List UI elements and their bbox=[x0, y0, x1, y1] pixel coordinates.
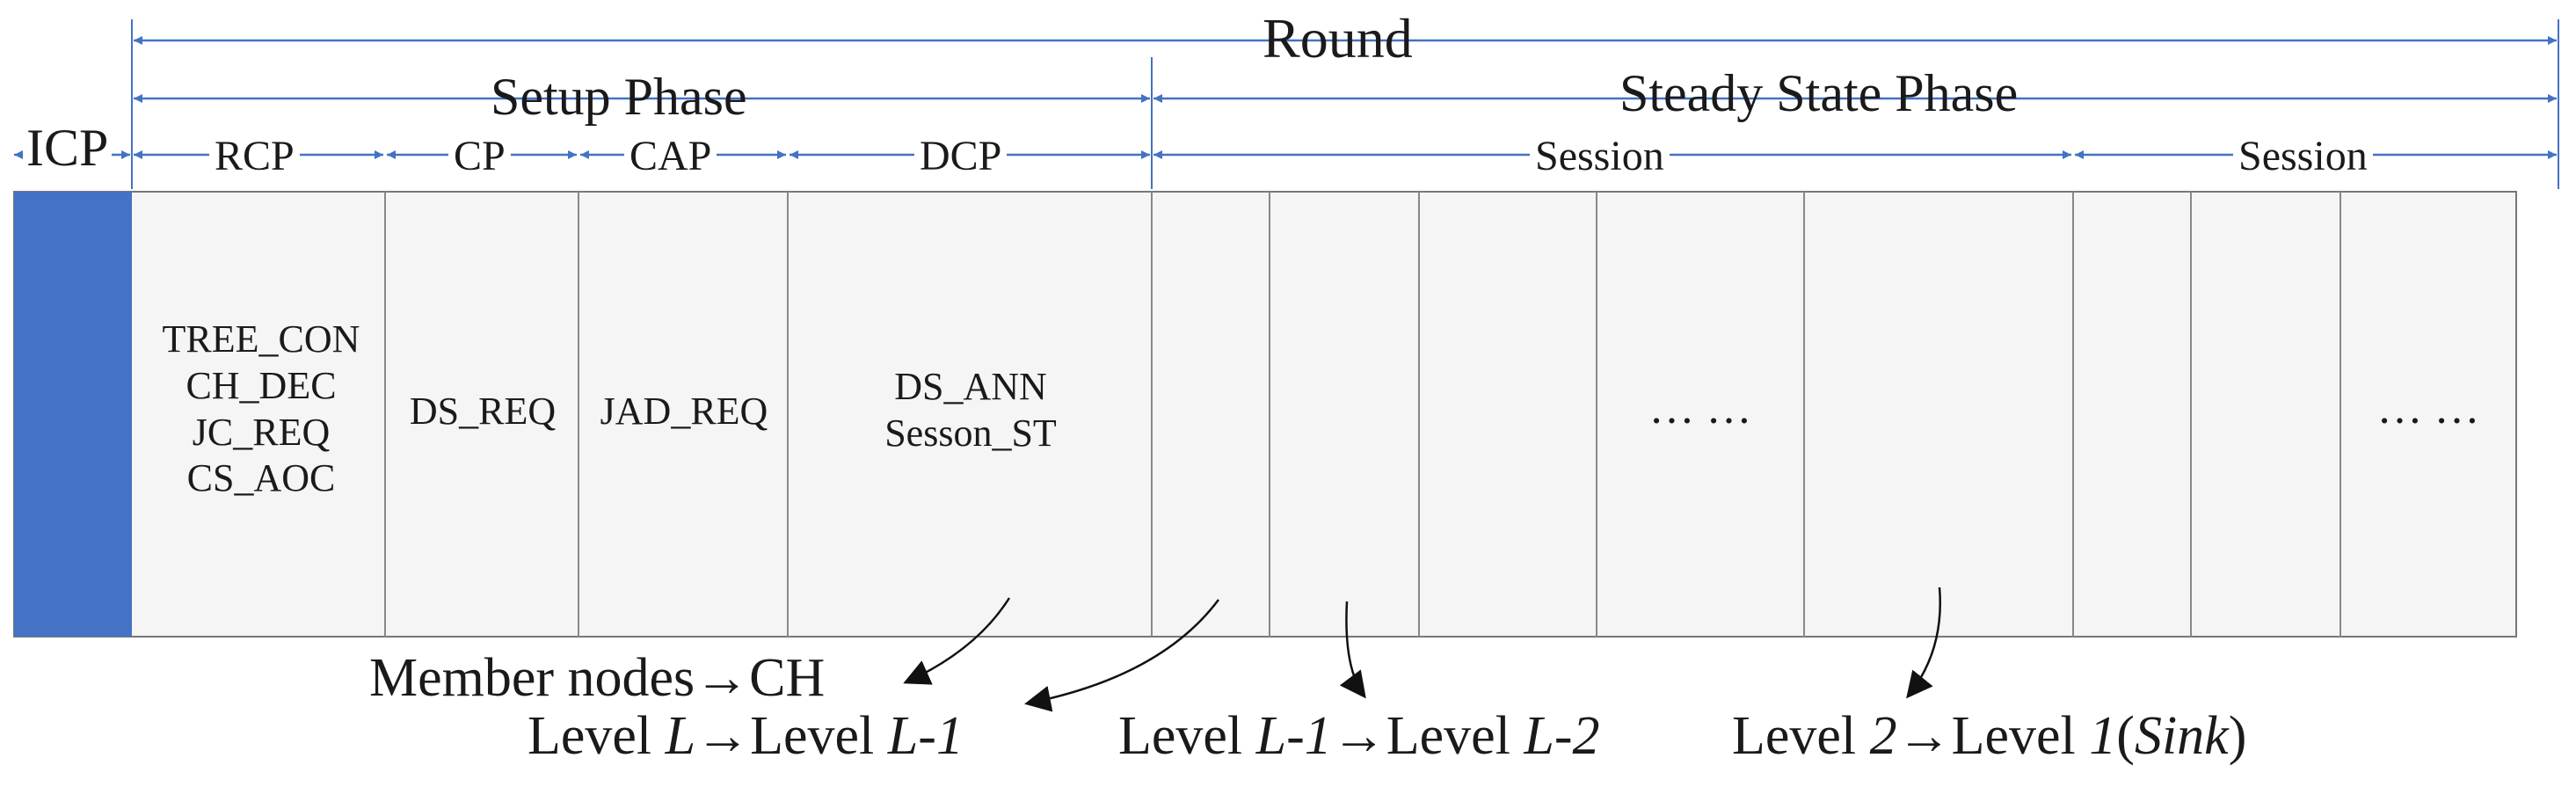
rcp-label: RCP bbox=[209, 135, 300, 178]
level-l1-label: Level L-1→Level L-2 bbox=[1118, 706, 1600, 766]
phase-guide-lines bbox=[131, 19, 2559, 189]
msg-tree-con: TREE_CON bbox=[162, 317, 360, 361]
arrow-to-level-l bbox=[1024, 599, 1219, 712]
transmission-arrows bbox=[903, 587, 1941, 712]
msg-cs-aoc: CS_AOC bbox=[186, 456, 336, 500]
frame-box bbox=[13, 191, 2517, 638]
cap-label: CAP bbox=[624, 135, 717, 178]
frame-dividers bbox=[384, 192, 2341, 637]
ellipsis-2: … … bbox=[2376, 383, 2480, 434]
icp-label: ICP bbox=[23, 121, 113, 174]
arrow-to-member-ch bbox=[903, 597, 1011, 685]
level-2-label: Level 2→Level 1(Sink) bbox=[1732, 706, 2247, 766]
arrow-to-level-l1 bbox=[1339, 601, 1366, 699]
msg-ch-dec: CH_DEC bbox=[186, 363, 337, 407]
member-nodes-label: Member nodes→CH bbox=[369, 648, 826, 708]
dcp-cell-text: DS_ANN Sesson_ST bbox=[790, 364, 1152, 457]
msg-jc-req: JC_REQ bbox=[192, 410, 331, 454]
cap-cell-text: JAD_REQ bbox=[580, 389, 788, 435]
msg-session-st: Sesson_ST bbox=[884, 411, 1057, 455]
level-l-label: Level L→Level L-1 bbox=[528, 706, 964, 766]
session-2-label: Session bbox=[2233, 135, 2373, 178]
round-label: Round bbox=[1263, 7, 1413, 69]
steady-state-phase-label: Steady State Phase bbox=[1619, 64, 2019, 122]
cp-cell-text: DS_REQ bbox=[387, 389, 579, 435]
arrow-to-level-2 bbox=[1906, 587, 1941, 699]
rcp-cell-text: TREE_CON CH_DEC JC_REQ CS_AOC bbox=[139, 317, 383, 502]
msg-ds-req: DS_REQ bbox=[409, 390, 557, 433]
cp-label: CP bbox=[448, 135, 511, 178]
setup-phase-label: Setup Phase bbox=[491, 68, 747, 126]
msg-jad-req: JAD_REQ bbox=[600, 390, 768, 433]
ellipsis-1: … … bbox=[1648, 383, 1752, 434]
dcp-label: DCP bbox=[914, 135, 1008, 178]
session-1-label: Session bbox=[1530, 135, 1670, 178]
msg-ds-ann: DS_ANN bbox=[894, 365, 1047, 408]
icp-block bbox=[14, 192, 132, 637]
